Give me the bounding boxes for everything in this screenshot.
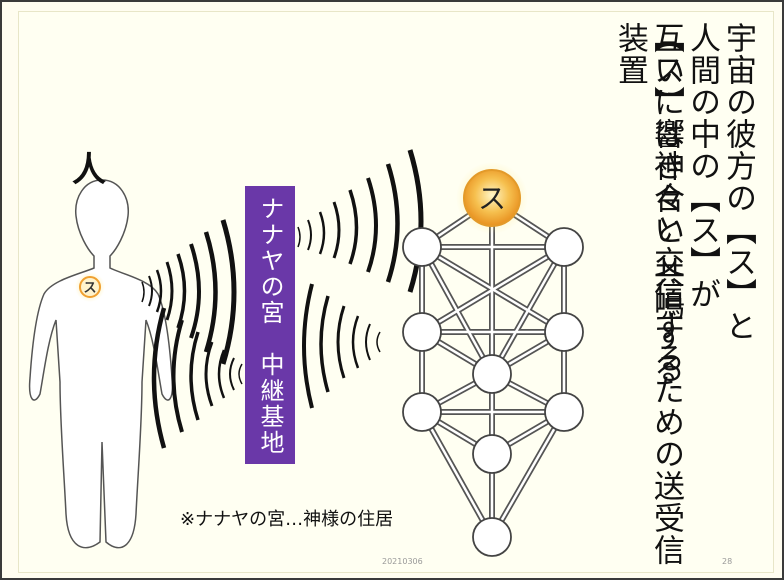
tree-node bbox=[544, 312, 584, 352]
top-orb-icon bbox=[456, 162, 528, 234]
tree-node bbox=[472, 517, 512, 557]
left-waves bbox=[141, 219, 243, 449]
tree-node bbox=[544, 392, 584, 432]
tree-of-life-diagram bbox=[402, 162, 584, 557]
tree-node bbox=[402, 392, 442, 432]
heading-line-3: 互いに響き合い 共鳴する bbox=[648, 22, 684, 385]
chest-symbol-text: ス bbox=[83, 281, 96, 296]
top-symbol-text: ス bbox=[478, 182, 506, 215]
tree-nodes bbox=[402, 227, 584, 557]
tree-node bbox=[472, 354, 512, 394]
heading-line-2: 人間の中の【ス】が bbox=[684, 22, 720, 310]
relay-station-text: ナナヤの宮 中継基地 bbox=[256, 196, 284, 456]
human-figure bbox=[28, 179, 174, 549]
right-waves bbox=[297, 149, 424, 409]
tree-node bbox=[402, 227, 442, 267]
tree-node bbox=[402, 312, 442, 352]
tree-node bbox=[544, 227, 584, 267]
footnote: ※ナナヤの宮…神様の住居 bbox=[180, 509, 394, 530]
relay-station-banner: ナナヤの宮 中継基地 bbox=[245, 186, 295, 464]
heading-line-1: 宇宙の彼方の【ス】と bbox=[720, 22, 756, 342]
heading-line-4: 【ス】は神々と交信するための送受信装置 bbox=[612, 22, 684, 566]
human-label: 人 bbox=[72, 150, 106, 190]
slide-date: 20210306 bbox=[382, 557, 423, 566]
tree-node bbox=[472, 434, 512, 474]
chest-symbol-icon bbox=[75, 272, 105, 302]
page-number: 28 bbox=[722, 557, 733, 566]
